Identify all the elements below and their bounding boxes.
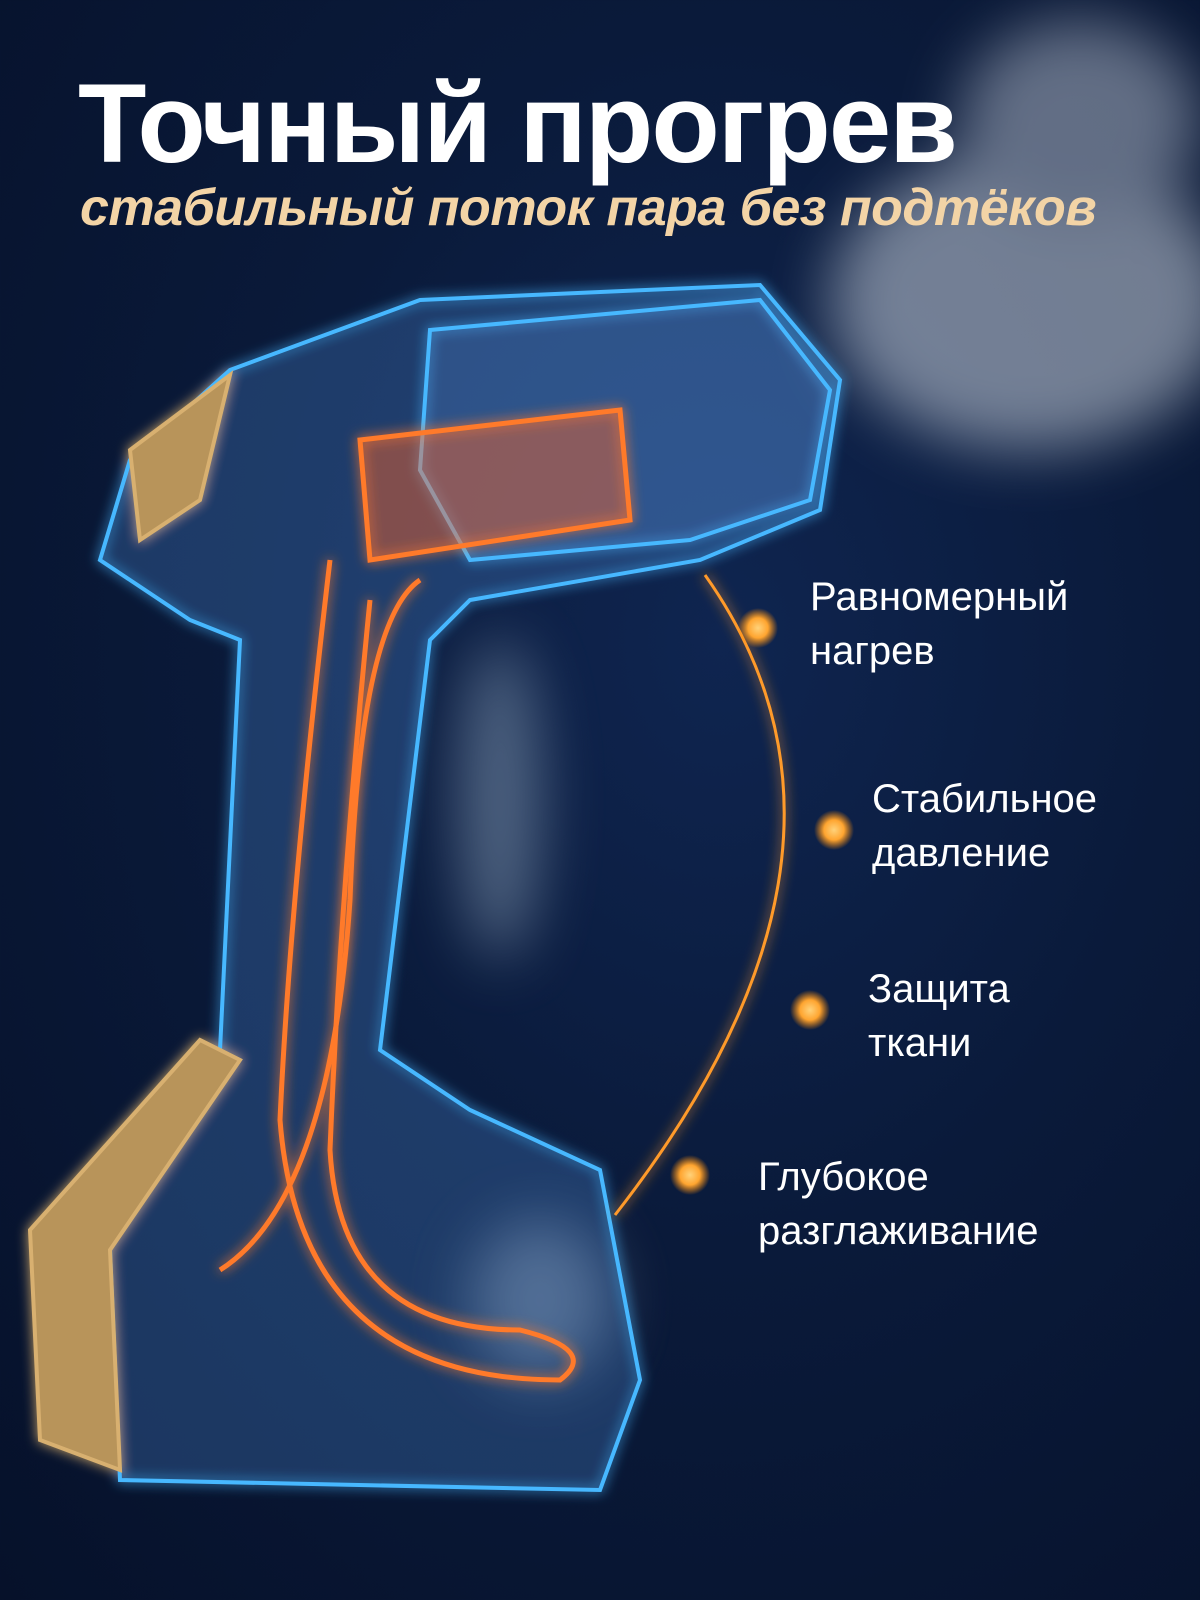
feature-line: Глубокое [758,1155,929,1199]
feature-dot [738,608,778,648]
feature-line: нагрев [810,629,935,673]
feature-line: Стабильное [872,777,1098,821]
feature-dot [790,990,830,1030]
feature-line: Защита [868,967,1010,1011]
feature-label-fabric-protection: Защита ткани [868,962,1200,1070]
steamer-device [27,282,843,1493]
heating-element [218,407,633,1383]
feature-label-deep-smoothing: Глубокое разглаживание [758,1150,1098,1258]
feature-label-stable-pressure: Стабильное давление [872,772,1200,880]
feature-line: разглаживание [758,1209,1039,1253]
feature-label-even-heating: Равномерный нагрев [810,570,1150,678]
page-title: Точный прогрев [78,61,958,186]
feature-line: Равномерный [810,575,1069,619]
feature-line: давление [872,831,1051,875]
page-subtitle: стабильный поток пара без подтёков [80,179,1097,237]
feature-dot [670,1155,710,1195]
feature-dot [814,810,854,850]
feature-line: ткани [868,1021,972,1065]
feature-arc [613,574,786,1216]
